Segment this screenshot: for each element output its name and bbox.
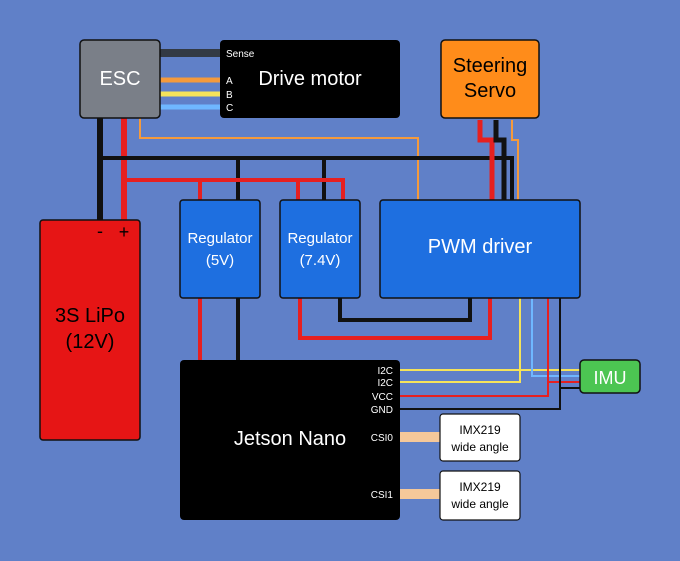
regulator-5v: Regulator (5V) (179, 199, 261, 299)
wire-12v-bus (124, 178, 345, 200)
pwm-driver-box (379, 199, 581, 299)
lipo-label-1: 3S LiPo (55, 305, 125, 327)
pin-b-label: B (226, 90, 233, 101)
pwm-driver: PWM driver (379, 199, 581, 299)
esc: ESC (79, 39, 161, 119)
camera-0-box (439, 413, 521, 462)
regulator-7v4-box (279, 199, 361, 299)
camera-1: IMX219 wide angle (439, 470, 521, 521)
wire-esc-signal (139, 118, 419, 200)
wire-7v4-pwm (298, 298, 492, 340)
imu-label: IMU (594, 368, 627, 388)
wire-gnd-i2c (400, 298, 561, 410)
pin-csi0-label: CSI0 (371, 433, 394, 444)
regulator-5v-box (179, 199, 261, 299)
imu: IMU (579, 359, 641, 394)
wire-vcc (400, 298, 549, 397)
camera-0: IMX219 wide angle (439, 413, 521, 462)
wires (97, 49, 580, 499)
regulator-7v4: Regulator (7.4V) (279, 199, 361, 299)
camera-1-label-2: wide angle (450, 497, 509, 511)
camera-0-label-1: IMX219 (459, 423, 501, 437)
steering-servo-label-1: Steering (453, 55, 528, 77)
camera-1-label-1: IMX219 (459, 480, 501, 494)
pin-i2c-a-label: I2C (377, 366, 393, 377)
wire-imu-sda (531, 298, 580, 377)
wire-7v4-gnd-pwm (338, 298, 472, 322)
pwm-driver-label: PWM driver (428, 236, 533, 258)
drive-motor-box (220, 40, 400, 118)
steering-servo-label-2: Servo (464, 80, 516, 102)
lipo-battery: - + 3S LiPo (12V) (39, 219, 141, 441)
pin-i2c-b-label: I2C (377, 378, 393, 389)
regulator-5v-label-2: (5V) (206, 252, 234, 269)
jetson-nano: Jetson Nano I2C I2C VCC GND CSI0 CSI1 (180, 360, 400, 520)
pin-a-label: A (226, 76, 233, 87)
wire-servo-signal (511, 120, 519, 200)
regulator-5v-label-1: Regulator (187, 230, 252, 247)
jetson-nano-label: Jetson Nano (234, 428, 346, 450)
wire-servo-ground (493, 120, 507, 200)
camera-0-label-2: wide angle (450, 440, 509, 454)
pin-sense-label: Sense (226, 49, 255, 60)
battery-positive-label: + (119, 222, 130, 242)
pin-c-label: C (226, 103, 233, 114)
esc-box (79, 39, 161, 119)
drive-motor: Sense A B C Drive motor (220, 40, 400, 118)
pin-vcc-label: VCC (372, 392, 393, 403)
wire-servo-power (477, 120, 495, 200)
regulator-7v4-label-2: (7.4V) (300, 252, 341, 269)
jetson-nano-box (180, 360, 400, 520)
wire-i2c-b (400, 298, 521, 383)
esc-label: ESC (99, 68, 140, 90)
steering-servo-box (440, 39, 540, 119)
regulator-7v4-label-1: Regulator (287, 230, 352, 247)
camera-1-box (439, 470, 521, 521)
pin-csi1-label: CSI1 (371, 490, 394, 501)
pin-gnd-label: GND (371, 405, 393, 416)
lipo-battery-box (39, 219, 141, 441)
drive-motor-label: Drive motor (258, 68, 362, 90)
lipo-label-2: (12V) (66, 331, 115, 353)
steering-servo: Steering Servo (440, 39, 540, 119)
battery-negative-label: - (97, 221, 103, 241)
imu-box (579, 359, 641, 394)
